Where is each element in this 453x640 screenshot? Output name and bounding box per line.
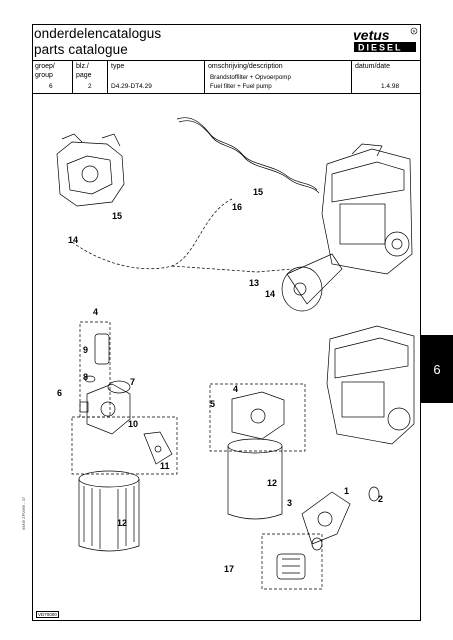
callout-4a: 4	[93, 307, 98, 317]
date-label: datum/date	[355, 63, 391, 70]
solenoid	[94, 333, 110, 365]
description-label: omschrijving/description	[208, 63, 283, 70]
type-value: D4.29-DT4.29	[111, 83, 152, 90]
type-label: type	[111, 63, 125, 70]
filter-head-left	[79, 383, 131, 435]
title-english: parts catalogue	[34, 42, 128, 57]
svg-text:vetus: vetus	[353, 27, 390, 43]
engine-bottom	[326, 325, 415, 445]
description-dutch: Brandstoffilter + Opvoerpomp	[210, 74, 291, 81]
callout-17: 17	[224, 564, 234, 574]
page-label: blz./ page	[76, 63, 92, 79]
svg-text:DIESEL: DIESEL	[358, 43, 403, 53]
callout-5: 5	[210, 399, 215, 409]
fuel-pump-housing-top	[56, 133, 125, 207]
page-value: 2	[88, 83, 92, 90]
page-frame	[32, 24, 421, 621]
fuel-filter-right	[227, 438, 283, 520]
callout-2: 2	[378, 494, 383, 504]
vetus-diesel-logo: vetus R DIESEL	[353, 27, 418, 53]
lift-pump	[301, 486, 380, 545]
callout-12a: 12	[267, 478, 277, 488]
callout-14a: 14	[68, 235, 78, 245]
fuel-filter-left	[78, 470, 140, 552]
exploded-parts-drawing: 15 16 15 14 13 14 4 9 8 7 6 4 5 10 11 12…	[56, 117, 415, 590]
callout-6: 6	[57, 388, 62, 398]
engine-top	[321, 143, 413, 275]
filter-head-right	[231, 391, 285, 440]
callout-15a: 15	[253, 187, 263, 197]
callout-14b: 14	[265, 289, 275, 299]
fuel-line-dashed	[71, 198, 293, 273]
date-value: 1.4.98	[381, 83, 400, 90]
callout-1: 1	[344, 486, 349, 496]
catalogue-title: onderdelencatalogus parts catalogue	[34, 26, 161, 58]
group-label: groep/ group	[35, 63, 55, 79]
group-value: 6	[49, 83, 53, 90]
callout-4b: 4	[233, 384, 238, 394]
callout-8: 8	[83, 372, 88, 382]
title-dutch: onderdelencatalogus	[34, 26, 162, 41]
section-tab: 6	[421, 335, 453, 403]
header-info-table: groep/ group 6 blz./ page 2 type D4.29-D…	[32, 60, 421, 94]
callout-9: 9	[83, 345, 88, 355]
callout-13: 13	[249, 278, 259, 288]
svg-text:R: R	[413, 28, 416, 33]
callout-3: 3	[287, 498, 292, 508]
bracket	[143, 431, 173, 465]
description-english: Fuel filter + Fuel pump	[210, 83, 272, 90]
callout-10: 10	[128, 419, 138, 429]
callout-15b: 15	[112, 211, 122, 221]
fuel-pump-center	[281, 253, 343, 312]
callout-7: 7	[130, 377, 135, 387]
drawing-number: VD70000	[36, 611, 59, 618]
callout-11: 11	[160, 461, 170, 471]
fuel-hose	[176, 117, 318, 191]
callout-16: 16	[232, 202, 242, 212]
pump-insert	[276, 537, 323, 580]
drawing-reference: 99/09 ZP0969 - 37	[21, 496, 26, 530]
callout-12b: 12	[117, 518, 127, 528]
